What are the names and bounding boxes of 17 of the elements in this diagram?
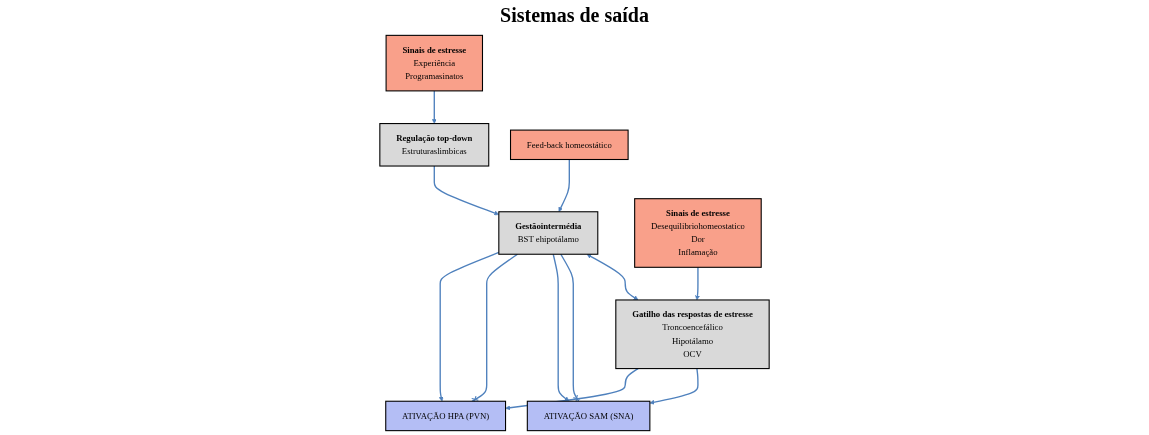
node-box: Feed-back homeostático <box>509 129 629 161</box>
node-box: Gatilho das respostas de estresse Troncoencefálico Hipotálamo OCV <box>615 299 770 370</box>
node-box: Sinais de estresse Desequilibriohomeostatico Dor Inflamação <box>634 198 762 268</box>
connector <box>560 253 581 403</box>
section-heading: Sistemas de saída <box>500 4 649 26</box>
arrow <box>558 158 570 212</box>
node-box: Regulação top-down Estruturaslimbicas <box>379 123 490 167</box>
node-box: ATIVAÇÃO SAM (SNA) <box>526 400 651 432</box>
node-box: ATIVAÇÃO HPA (PVN) <box>385 400 507 432</box>
arrow <box>438 251 500 402</box>
arrow <box>552 253 570 402</box>
arrow <box>695 266 700 301</box>
node-box: Gestãointermédia BST ehipotálamo <box>498 211 599 255</box>
arrow <box>431 90 437 124</box>
node-box: Sinais de estresse Experiência Programasinatos <box>385 34 484 92</box>
arrow <box>649 367 699 405</box>
arrow <box>586 254 639 301</box>
